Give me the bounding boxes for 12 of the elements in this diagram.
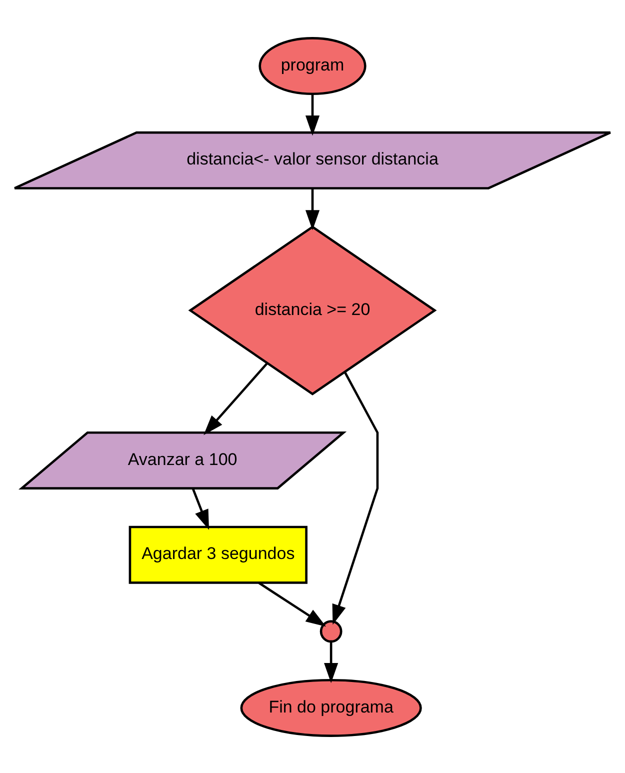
node-ellipse: program	[258, 36, 366, 95]
arrow	[258, 581, 326, 626]
arrow	[192, 488, 210, 530]
arrow	[305, 93, 320, 136]
node-ellipse: Fin do programa	[240, 678, 422, 736]
node-diamond: distancia >= 20	[188, 225, 437, 395]
node-circle	[320, 620, 342, 642]
arrow	[204, 362, 268, 435]
arrow	[305, 188, 320, 230]
arrow	[324, 641, 338, 683]
arrow	[332, 371, 379, 624]
node-box: Agardar 3 segundos	[128, 525, 308, 584]
